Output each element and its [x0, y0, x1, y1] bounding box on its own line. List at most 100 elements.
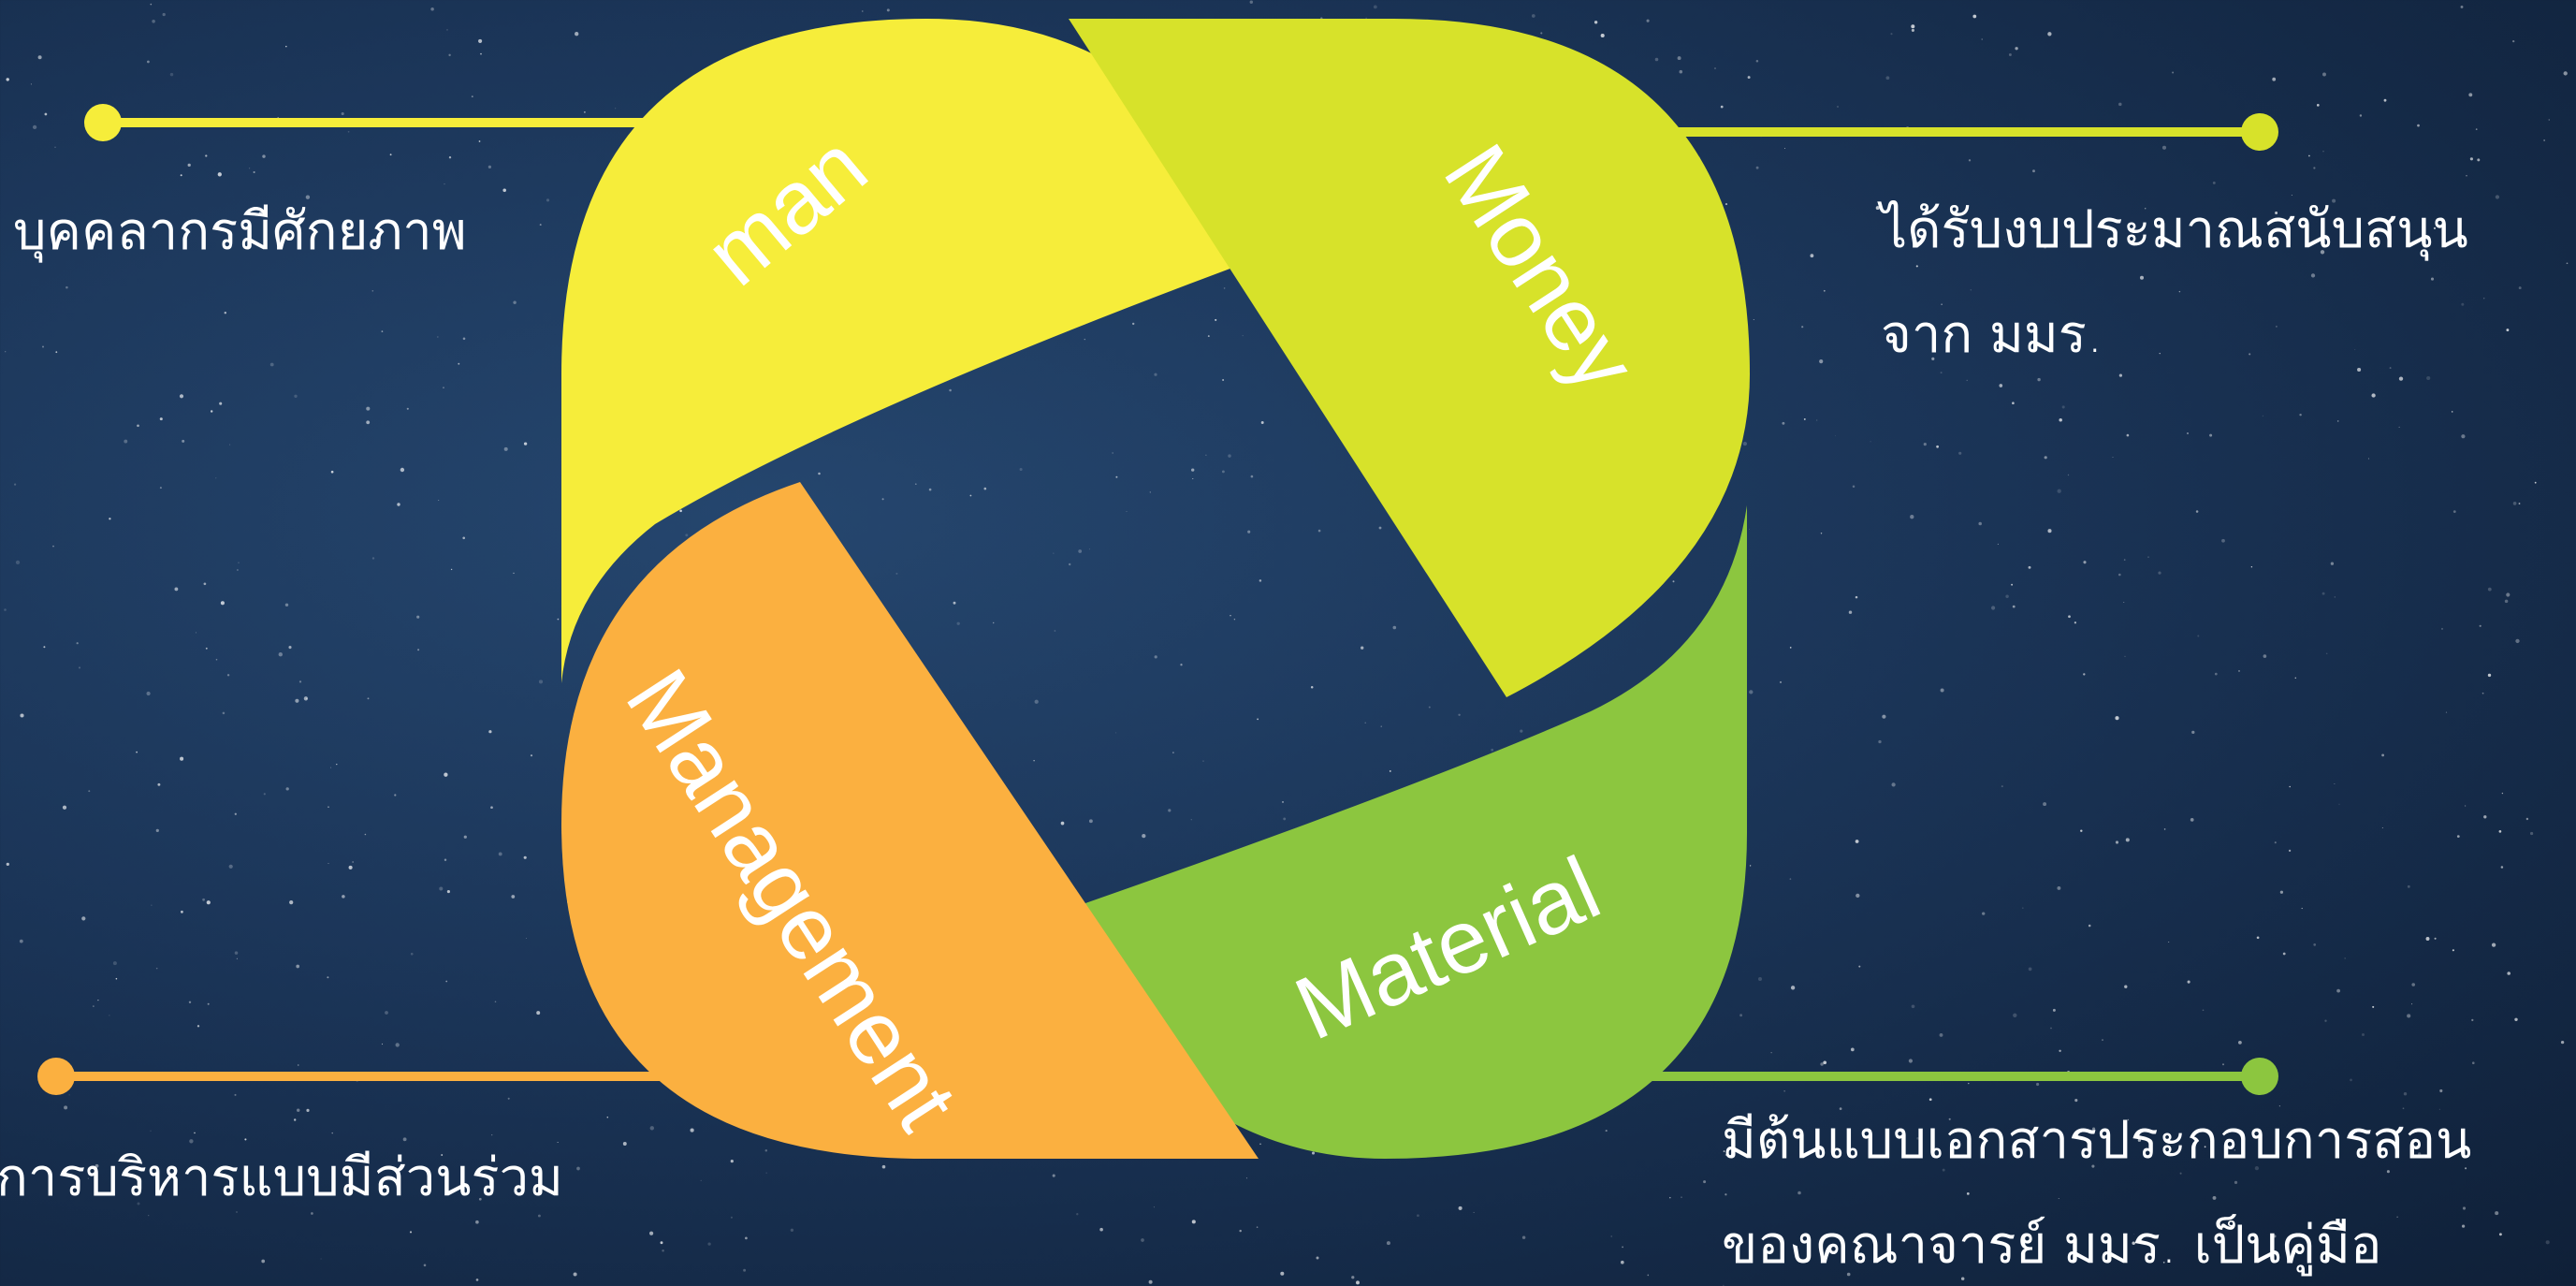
- star: [1749, 865, 1752, 867]
- star: [2325, 652, 2328, 655]
- star: [394, 794, 397, 796]
- star: [2137, 1138, 2142, 1142]
- star: [1249, 0, 1254, 4]
- star: [1078, 549, 1083, 553]
- star: [1916, 1136, 1919, 1140]
- star: [2187, 432, 2189, 434]
- star: [1531, 14, 1535, 18]
- star: [1942, 1168, 1945, 1172]
- star: [1931, 357, 1935, 360]
- star: [2439, 1089, 2443, 1093]
- star: [1172, 752, 1174, 753]
- star: [159, 417, 163, 421]
- star: [2308, 154, 2310, 157]
- star: [2495, 195, 2500, 199]
- star: [2336, 420, 2339, 422]
- star: [2124, 985, 2128, 988]
- star: [155, 967, 158, 970]
- star: [146, 691, 151, 696]
- star: [2197, 635, 2200, 637]
- star: [450, 568, 453, 571]
- star: [513, 572, 515, 575]
- star: [2310, 273, 2316, 278]
- star: [1870, 441, 1871, 443]
- star: [20, 713, 24, 718]
- star: [2273, 1235, 2277, 1238]
- star: [2238, 669, 2240, 672]
- star: [306, 1108, 310, 1112]
- star: [2344, 957, 2346, 959]
- star: [206, 900, 211, 905]
- star: [1373, 5, 1377, 9]
- star: [1033, 760, 1035, 762]
- star: [2506, 329, 2510, 332]
- star: [2545, 1240, 2550, 1245]
- star: [19, 939, 23, 943]
- star: [2209, 433, 2213, 437]
- star: [1084, 338, 1086, 341]
- star: [1215, 318, 1217, 321]
- star: [137, 1202, 140, 1206]
- star: [2515, 638, 2520, 644]
- star: [1855, 595, 1858, 599]
- star: [1317, 529, 1321, 533]
- star: [439, 886, 444, 891]
- star: [2012, 402, 2015, 405]
- star: [2359, 114, 2363, 117]
- star: [1148, 1279, 1153, 1284]
- star: [2274, 841, 2277, 844]
- star: [2471, 1018, 2474, 1022]
- star: [583, 110, 586, 113]
- star: [1191, 1220, 1196, 1224]
- star: [1803, 417, 1806, 420]
- star: [2159, 353, 2161, 355]
- star: [62, 805, 67, 810]
- star: [488, 730, 492, 734]
- star: [2115, 840, 2119, 844]
- star: [124, 439, 128, 444]
- star: [895, 572, 898, 575]
- star: [52, 545, 54, 548]
- star: [2299, 413, 2302, 416]
- star: [1222, 379, 1225, 381]
- star: [2383, 98, 2387, 102]
- star: [1758, 977, 1762, 981]
- star: [2504, 599, 2509, 604]
- star: [1389, 769, 1391, 772]
- star: [2289, 785, 2291, 788]
- star: [76, 642, 79, 645]
- star: [1972, 14, 1977, 19]
- star: [1966, 1192, 1970, 1195]
- star: [1076, 1213, 1079, 1216]
- star: [1149, 491, 1152, 493]
- star: [2249, 353, 2251, 356]
- segment-material: [1045, 505, 1747, 1159]
- star: [1789, 647, 1792, 649]
- star: [2438, 1108, 2440, 1110]
- star: [660, 1241, 663, 1245]
- star: [2426, 375, 2431, 381]
- star: [1911, 1004, 1915, 1009]
- star: [2434, 937, 2437, 940]
- star: [15, 560, 21, 565]
- star: [2425, 937, 2430, 941]
- star: [1491, 748, 1494, 752]
- star: [1941, 303, 1943, 305]
- star: [4, 608, 7, 611]
- star: [228, 864, 233, 869]
- star: [1034, 699, 1039, 704]
- star: [2322, 72, 2326, 77]
- star: [575, 32, 579, 37]
- star: [1836, 105, 1840, 109]
- star: [2037, 377, 2041, 382]
- star: [1053, 552, 1055, 554]
- star: [210, 410, 213, 413]
- star: [1784, 148, 1786, 150]
- star: [181, 910, 183, 913]
- star: [2411, 1003, 2413, 1005]
- star: [203, 582, 207, 586]
- star: [417, 649, 420, 651]
- star: [1610, 1235, 1612, 1237]
- star: [2059, 417, 2062, 422]
- star: [2032, 169, 2035, 173]
